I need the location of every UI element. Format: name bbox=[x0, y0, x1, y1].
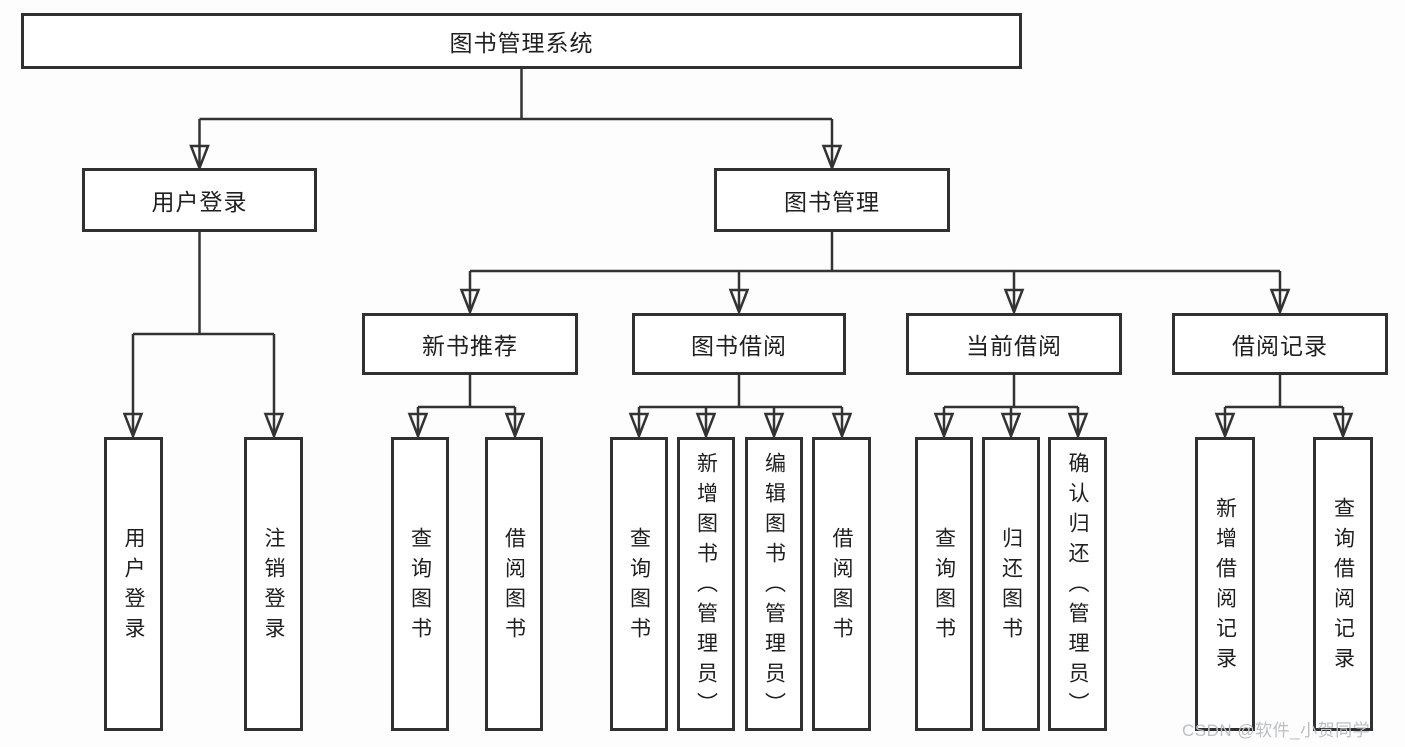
node-borrow-records: 借阅记录 bbox=[1172, 313, 1388, 375]
leaf-borrow-books: 借阅图书 bbox=[812, 437, 871, 731]
leaf-add-books-admin: 新增图书（管理员） bbox=[677, 437, 735, 731]
node-user-login-group: 用户登录 bbox=[82, 168, 317, 232]
leaf-query-books-recommend: 查询图书 bbox=[391, 437, 449, 731]
node-current-borrow: 当前借阅 bbox=[906, 313, 1122, 375]
node-book-management: 图书管理 bbox=[714, 168, 950, 232]
leaf-query-borrow-record: 查询借阅记录 bbox=[1313, 437, 1373, 731]
leaf-add-borrow-record: 新增借阅记录 bbox=[1195, 437, 1255, 731]
leaf-logout: 注销登录 bbox=[244, 437, 303, 731]
leaf-borrow-books-recommend: 借阅图书 bbox=[485, 437, 543, 731]
leaf-query-books-current: 查询图书 bbox=[915, 437, 973, 731]
leaf-user-login: 用户登录 bbox=[104, 437, 163, 731]
leaf-return-books: 归还图书 bbox=[982, 437, 1040, 731]
leaf-query-books-borrow: 查询图书 bbox=[610, 437, 668, 731]
leaf-edit-books-admin: 编辑图书（管理员） bbox=[745, 437, 803, 731]
node-book-borrow: 图书借阅 bbox=[632, 313, 846, 375]
node-new-book-recommend: 新书推荐 bbox=[362, 313, 578, 375]
node-library-management-system: 图书管理系统 bbox=[21, 13, 1022, 69]
csdn-watermark: CSDN @软件_小贺同学 bbox=[1182, 721, 1371, 740]
leaf-confirm-return-admin: 确认归还（管理员） bbox=[1048, 437, 1107, 731]
